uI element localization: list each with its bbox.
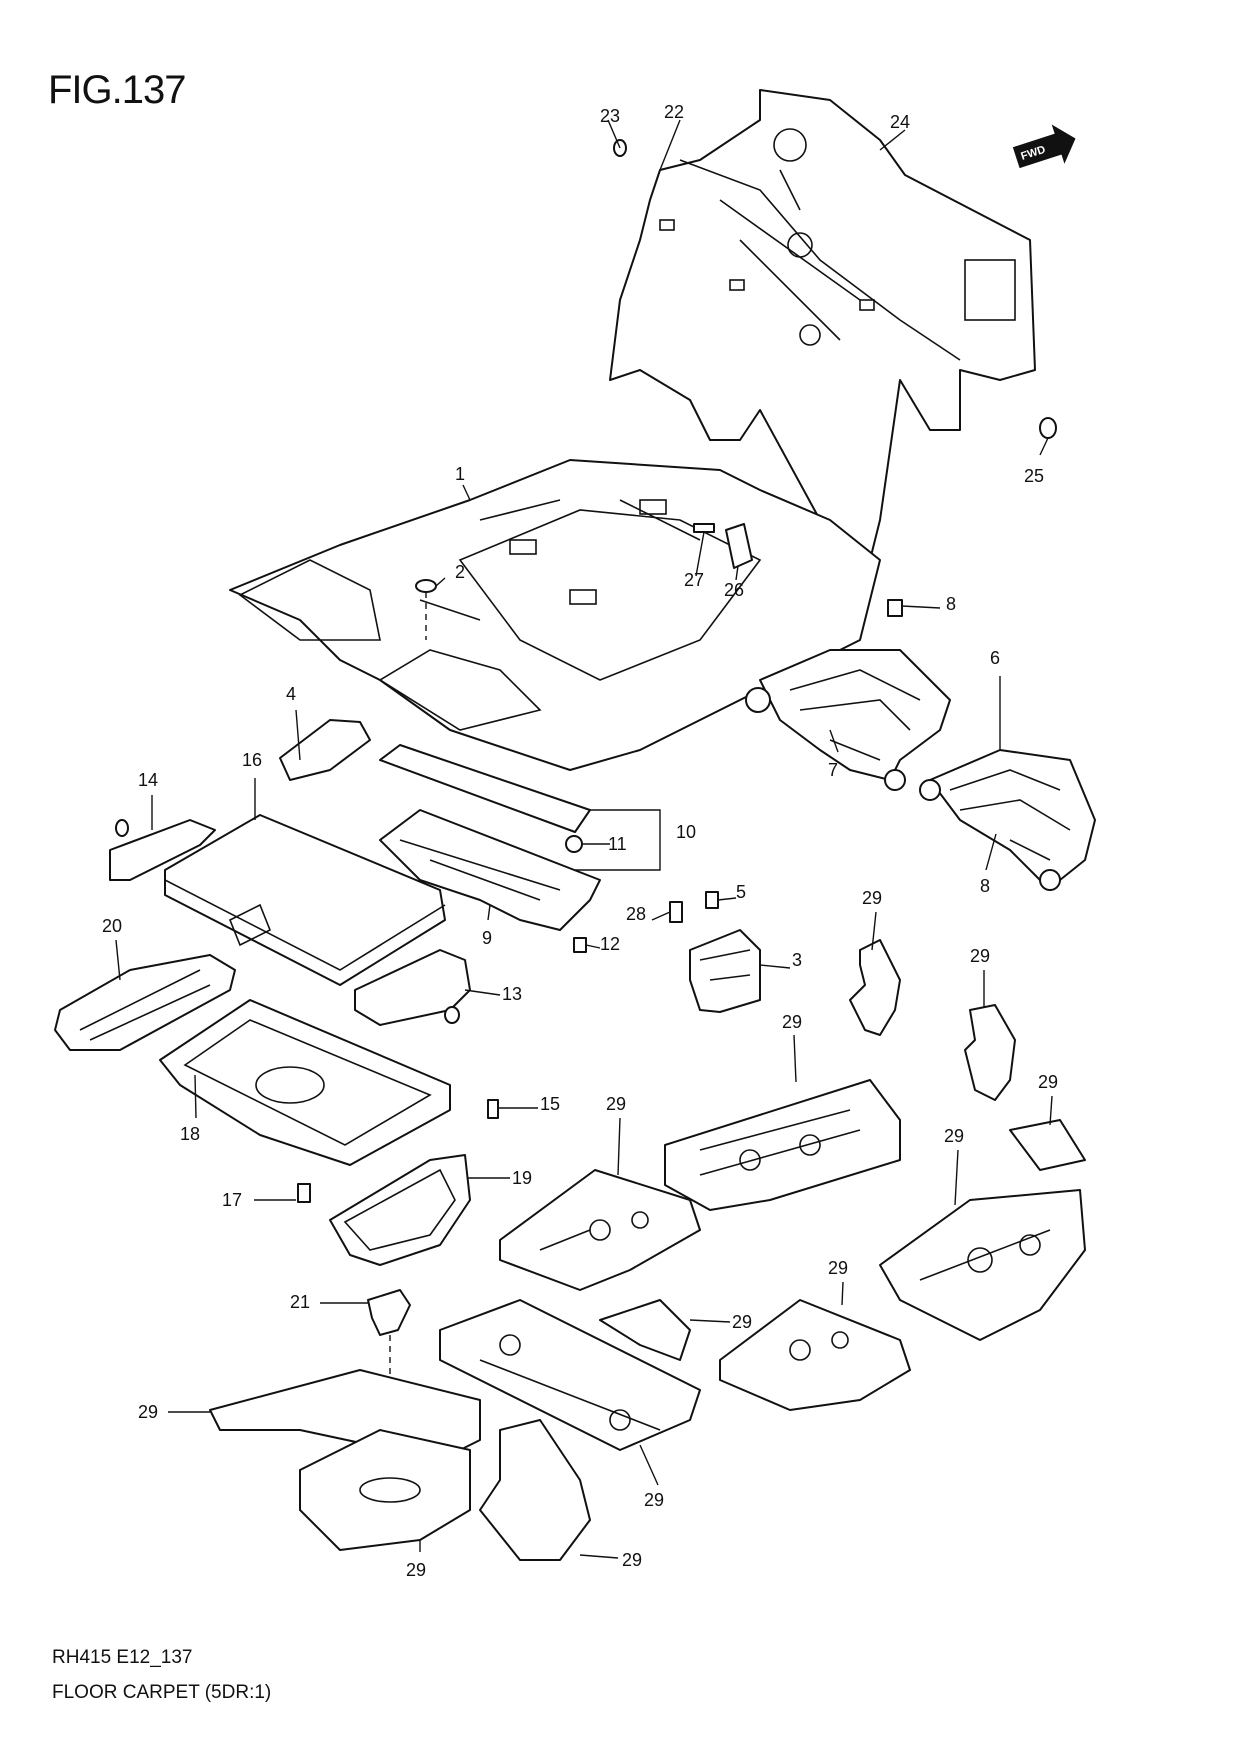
clip-21	[367, 1289, 411, 1440]
callout-9: 9	[482, 928, 492, 948]
callout-27: 27	[684, 570, 704, 590]
callout-29-f: 29	[944, 1126, 964, 1146]
bolt-8-top	[887, 599, 903, 617]
side-trim-20	[54, 954, 236, 1051]
callout-29-l: 29	[622, 1550, 642, 1570]
pad-29-hook-b	[964, 1004, 1016, 1101]
callout-7: 7	[828, 760, 838, 780]
callout-29-k: 29	[406, 1560, 426, 1580]
pad-29-strip	[1009, 1119, 1086, 1171]
callout-11: 11	[608, 834, 627, 854]
pad-29-hook-a	[849, 939, 901, 1036]
luggage-board-16	[164, 814, 446, 986]
fastener-27	[693, 523, 715, 533]
bolt-5	[705, 891, 719, 909]
fastener-11	[565, 835, 583, 853]
bracket-4	[279, 719, 371, 781]
trim-panel-14	[109, 819, 216, 881]
figure-code: RH415 E12_137	[52, 1647, 193, 1668]
callout-26: 26	[724, 580, 744, 600]
clip-25	[1039, 417, 1057, 439]
callout-8-top: 8	[946, 594, 956, 614]
callout-28: 28	[626, 904, 646, 924]
callout-2: 2	[455, 562, 465, 582]
bolt-12	[573, 937, 587, 953]
seat-frame-6	[919, 749, 1096, 891]
callout-3: 3	[792, 950, 802, 970]
callout-18: 18	[180, 1124, 200, 1144]
pad-29-mid-left	[499, 1169, 701, 1291]
callout-20: 20	[102, 916, 122, 936]
pad-29-bottom-mid	[299, 1429, 471, 1551]
callout-10: 10	[676, 822, 696, 842]
pad-29-large-top	[664, 1079, 901, 1211]
callout-25: 25	[1024, 466, 1044, 486]
clip-17	[297, 1183, 311, 1203]
callout-29-j: 29	[644, 1490, 664, 1510]
callout-29-g: 29	[828, 1258, 848, 1278]
callout-21: 21	[290, 1292, 310, 1312]
fwd-arrow-badge: FWD	[1012, 124, 1076, 169]
pad-29-long	[439, 1299, 701, 1451]
pad-29-mid-right	[719, 1299, 911, 1411]
callout-4: 4	[286, 684, 296, 704]
bolt-28	[669, 901, 683, 923]
callout-22: 22	[664, 102, 684, 122]
pad-26	[725, 523, 753, 569]
callout-12: 12	[600, 934, 620, 954]
callout-24: 24	[890, 112, 910, 132]
leader-lines	[115, 119, 1053, 1559]
callout-29-i: 29	[138, 1402, 158, 1422]
callout-labels: 23 22 24 25 1 2 27 26 8 4 16 14 6 10 11 …	[102, 102, 1058, 1580]
figure-name: FLOOR CARPET (5DR:1)	[52, 1682, 272, 1703]
tray-19	[329, 1154, 471, 1266]
callout-16: 16	[242, 750, 262, 770]
rail-bracket-9	[379, 809, 601, 931]
callout-14: 14	[138, 770, 158, 790]
callout-5: 5	[736, 882, 746, 902]
side-cover-13	[354, 949, 471, 1026]
pad-29-small-right	[599, 1299, 691, 1361]
luggage-box-18	[159, 999, 451, 1166]
callout-29-h: 29	[732, 1312, 752, 1332]
callout-29-e: 29	[606, 1094, 626, 1114]
callout-6: 6	[990, 648, 1000, 668]
callout-29-c: 29	[782, 1012, 802, 1032]
callout-29-d: 29	[1038, 1072, 1058, 1092]
pad-29-bottom-strip	[479, 1419, 591, 1561]
callout-15: 15	[540, 1094, 560, 1114]
callout-1: 1	[455, 464, 465, 484]
mount-bracket-3	[689, 929, 761, 1013]
callout-8-bottom: 8	[980, 876, 990, 896]
figure-title: FIG.137	[48, 68, 187, 112]
callout-23: 23	[600, 106, 620, 126]
pad-29-right-large	[879, 1189, 1086, 1341]
callout-13: 13	[502, 984, 522, 1004]
callout-29-a: 29	[862, 888, 882, 908]
clip-15	[487, 1099, 499, 1119]
callout-19: 19	[512, 1168, 532, 1188]
callout-29-b: 29	[970, 946, 990, 966]
callout-17: 17	[222, 1190, 242, 1210]
seat-frame-7	[745, 649, 951, 791]
